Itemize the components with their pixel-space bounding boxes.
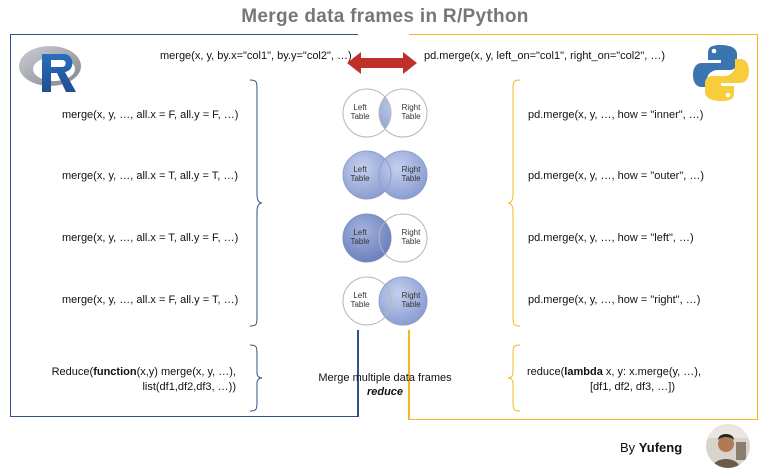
r-logo-icon: [19, 46, 81, 92]
page-title: Merge data frames in R/Python: [241, 6, 529, 27]
python-merge-right: pd.merge(x, y, …, how = "right", …): [528, 294, 701, 306]
venn-left-left-label-1: Left: [353, 228, 367, 237]
venn-right-join: Left Table Right Table: [342, 276, 428, 326]
r-merge-general: merge(x, y, by.x="col1", by.y="col2", …): [160, 50, 352, 62]
python-merge-left: pd.merge(x, y, …, how = "left", …): [528, 232, 694, 244]
python-panel: [409, 34, 758, 420]
venn-inner-right-label-2: Table: [401, 112, 421, 121]
venn-left-right-label-2: Table: [401, 237, 421, 246]
venn-outer-right-label-2: Table: [401, 174, 421, 183]
r-merge-right: merge(x, y, …, all.x = F, all.y = T, …): [62, 294, 239, 306]
venn-left-join: Left Table Right Table: [342, 213, 428, 263]
r-panel-edge: [357, 330, 359, 417]
venn-outer-left-label-1: Left: [353, 165, 367, 174]
reduce-keyword: reduce: [366, 386, 404, 398]
python-merge-outer: pd.merge(x, y, …, how = "outer", …): [528, 170, 705, 182]
r-merge-outer: merge(x, y, …, all.x = T, all.y = T, …): [62, 170, 239, 182]
venn-left-right-label-1: Right: [402, 228, 421, 237]
python-reduce-bracket: [507, 344, 521, 412]
python-reduce-line2: [df1, df2, df3, …]): [590, 381, 675, 393]
author-name: Yufeng: [638, 440, 683, 455]
venn-inner-left-label-1: Left: [353, 103, 367, 112]
r-reduce-bracket: [249, 344, 263, 412]
python-reduce-line1: reduce(lambda x, y: x.merge(y, …),: [527, 366, 702, 378]
venn-inner-right-label-1: Right: [402, 103, 421, 112]
venn-right-left-label-1: Left: [353, 291, 367, 300]
venn-inner-join: Left Table Right Table: [342, 88, 428, 138]
merge-multiple-caption: Merge multiple data frames reduce: [300, 372, 470, 398]
python-join-bracket: [507, 79, 521, 327]
author-credit: By Yufeng: [620, 440, 683, 455]
venn-outer-right-label-1: Right: [402, 165, 421, 174]
python-panel-edge: [408, 330, 410, 420]
r-join-bracket: [249, 79, 263, 327]
r-merge-inner: merge(x, y, …, all.x = F, all.y = F, …): [62, 109, 239, 121]
author-avatar: [706, 424, 750, 468]
r-reduce-line1: Reduce(function(x,y) merge(x, y, …),: [51, 366, 236, 378]
venn-inner-left-label-2: Table: [350, 112, 370, 121]
venn-outer-left-label-2: Table: [350, 174, 370, 183]
double-arrow-icon: [347, 52, 417, 74]
r-merge-left: merge(x, y, …, all.x = T, all.y = F, …): [62, 232, 239, 244]
python-logo-icon: [693, 45, 749, 101]
venn-right-right-label-1: Right: [402, 291, 421, 300]
r-panel: [10, 34, 358, 417]
r-reduce-line2: list(df1,df2,df3, …)): [142, 381, 236, 393]
venn-left-left-label-2: Table: [350, 237, 370, 246]
venn-outer-join: Left Table Right Table: [342, 150, 428, 200]
venn-right-right-label-2: Table: [401, 300, 421, 309]
merge-multiple-text: Merge multiple data frames: [318, 372, 452, 384]
python-merge-inner: pd.merge(x, y, …, how = "inner", …): [528, 109, 704, 121]
python-merge-general: pd.merge(x, y, left_on="col1", right_on=…: [424, 50, 666, 62]
venn-right-left-label-2: Table: [350, 300, 370, 309]
